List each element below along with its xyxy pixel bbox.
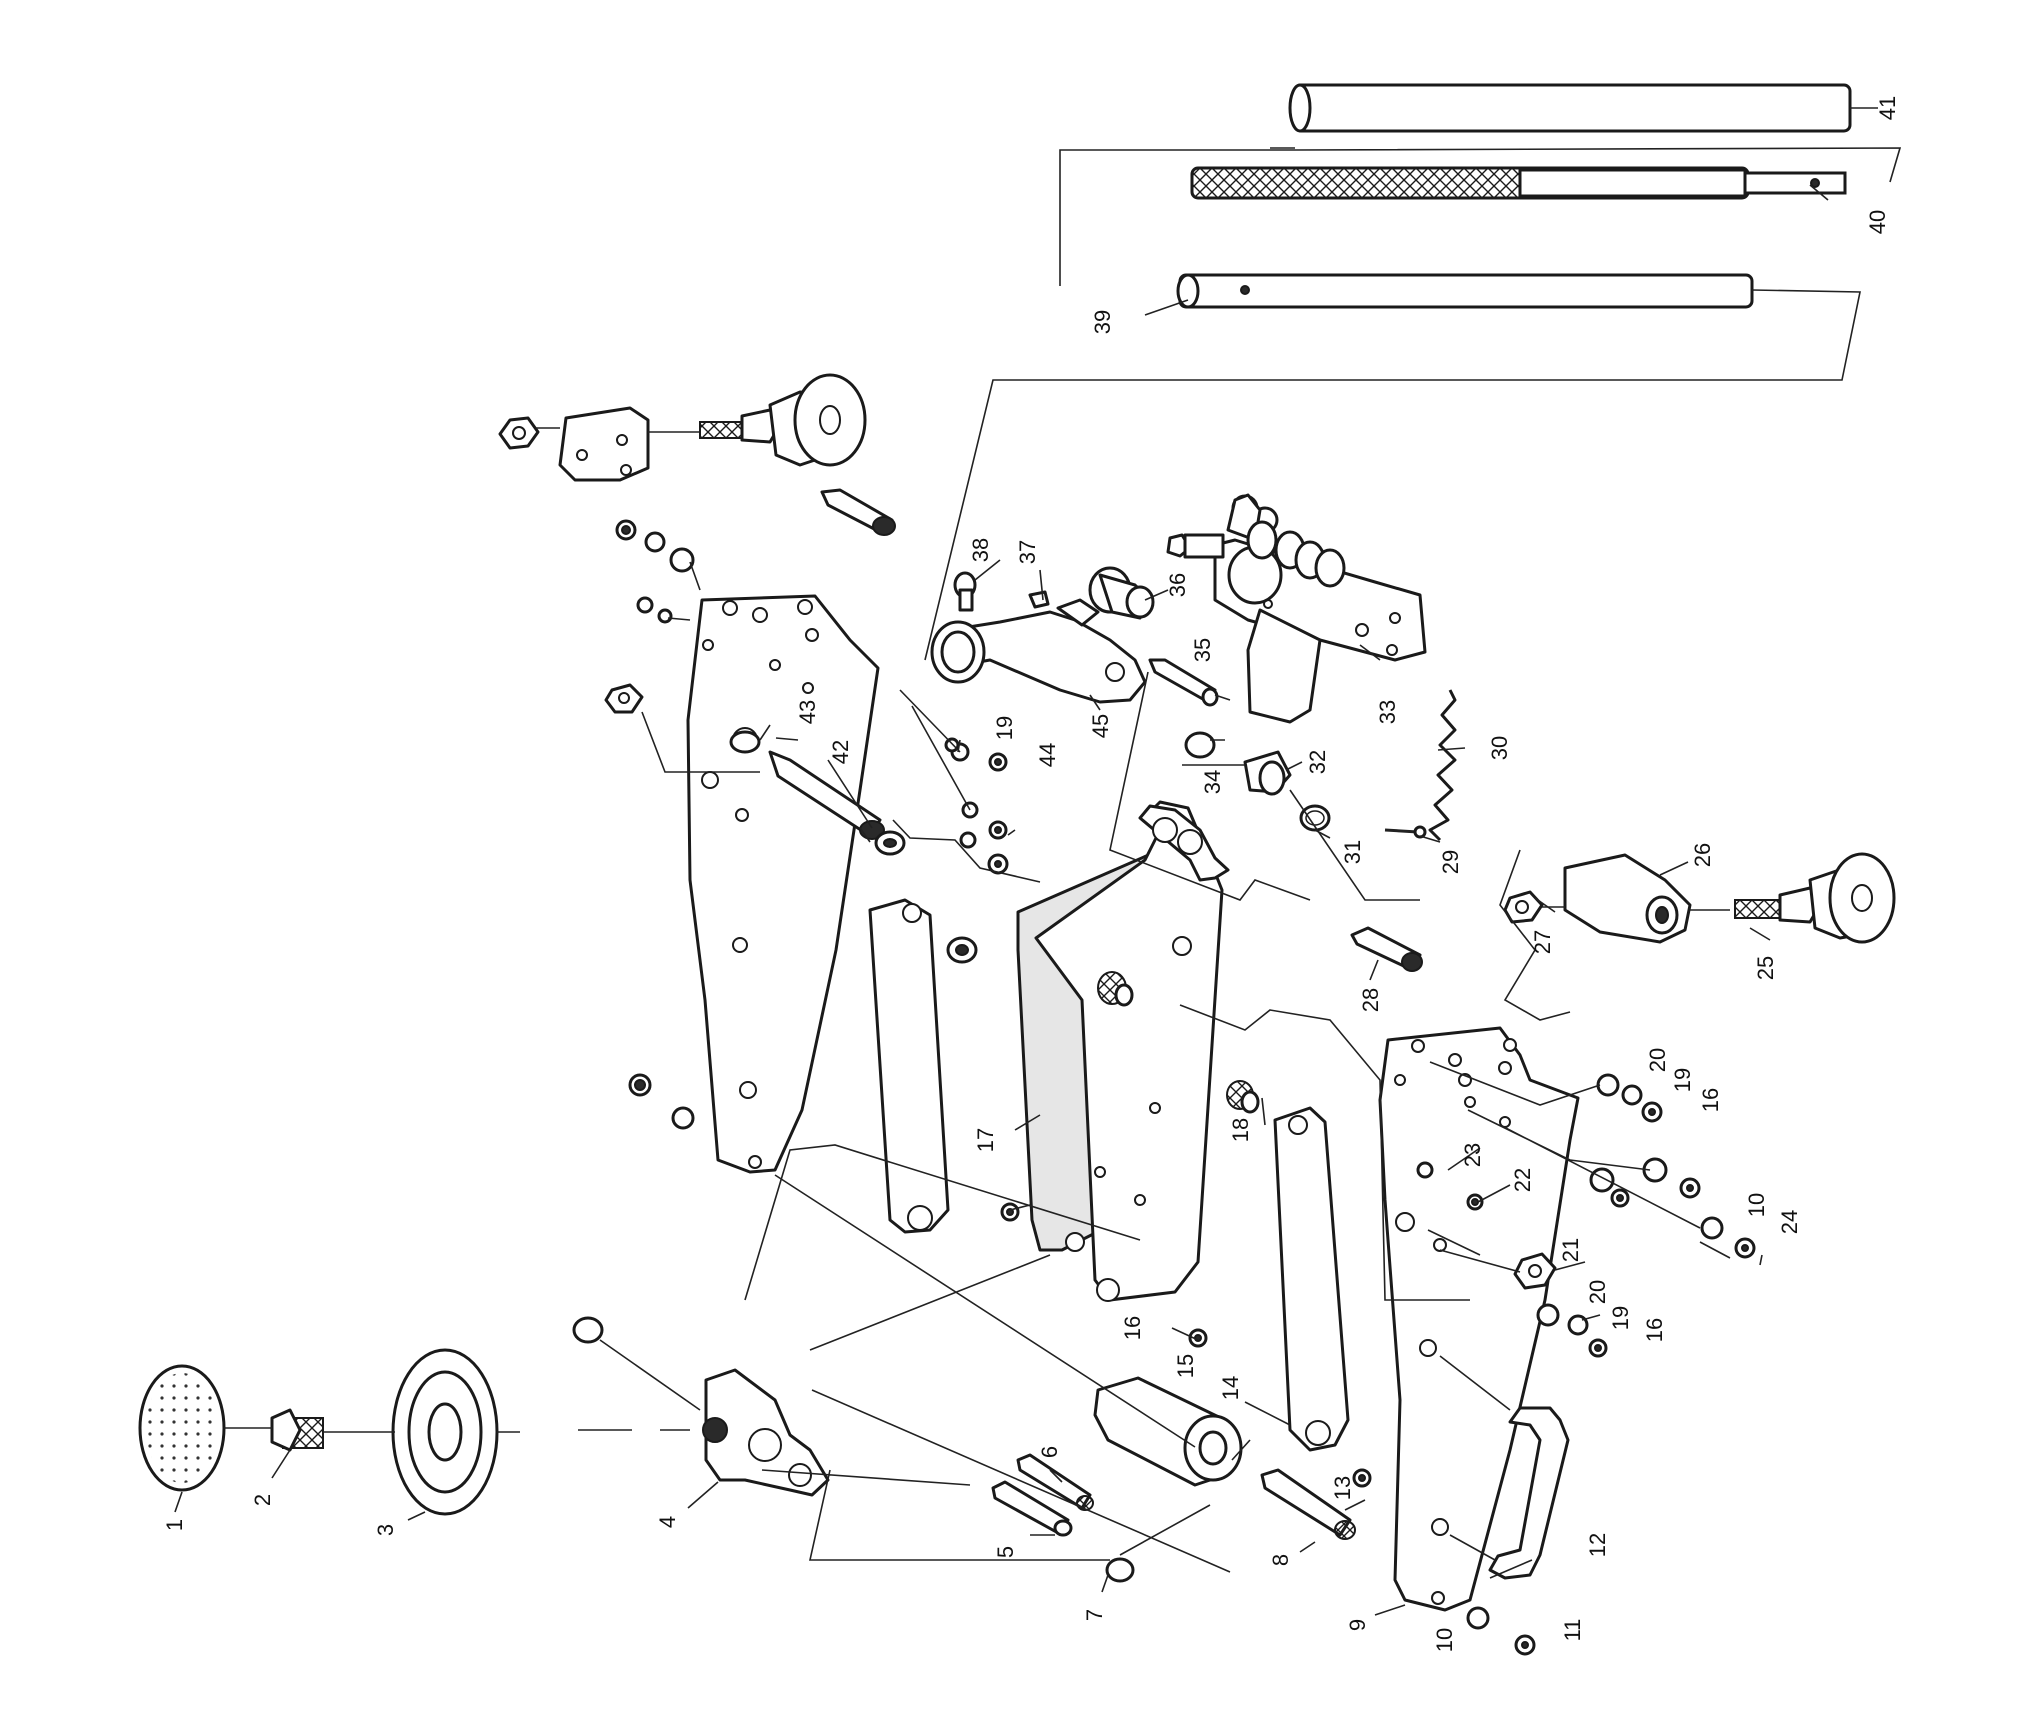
pin-28 xyxy=(1350,926,1423,972)
callout-leaders xyxy=(174,107,1878,1616)
callout-16-right-top: 16 xyxy=(1698,1088,1723,1112)
callout-8: 8 xyxy=(1268,1554,1293,1566)
pin-top-left xyxy=(820,488,896,536)
pin-42 xyxy=(768,750,885,840)
callout-26: 26 xyxy=(1690,843,1715,867)
callout-44: 44 xyxy=(1035,743,1060,767)
link-arm-left xyxy=(868,898,950,1234)
ring-top-left xyxy=(572,1316,604,1344)
side-plate-left xyxy=(686,594,880,1174)
callout-25: 25 xyxy=(1753,956,1778,980)
callout-19-top: 19 xyxy=(992,716,1017,740)
caster-left-top xyxy=(498,373,867,482)
callout-37: 37 xyxy=(1015,540,1040,564)
callout-45: 45 xyxy=(1088,714,1113,738)
callout-3: 3 xyxy=(373,1524,398,1536)
callout-19-right: 19 xyxy=(1670,1068,1695,1092)
callout-15: 15 xyxy=(1173,1354,1198,1378)
pin-35 xyxy=(1148,658,1219,707)
callout-16-right-low: 16 xyxy=(1642,1318,1667,1342)
callout-43: 43 xyxy=(795,700,820,724)
cover-disc-1 xyxy=(138,1364,226,1492)
callout-17: 17 xyxy=(973,1128,998,1152)
callout-13: 13 xyxy=(1330,1476,1355,1500)
callout-23: 23 xyxy=(1460,1143,1485,1167)
callout-33: 33 xyxy=(1375,700,1400,724)
callout-12: 12 xyxy=(1585,1533,1610,1557)
callout-39: 39 xyxy=(1090,310,1115,334)
callout-16-mid: 16 xyxy=(1120,1316,1145,1340)
callout-labels: 1 2 3 4 5 6 7 8 9 10 10 11 12 13 14 15 1… xyxy=(162,96,1900,1652)
bearing-cover-3 xyxy=(391,1348,499,1516)
washer-43 xyxy=(729,730,906,856)
callout-19-low: 19 xyxy=(1608,1306,1633,1330)
ring-7 xyxy=(1105,1557,1135,1583)
roller-15 xyxy=(1093,1376,1243,1487)
callout-7: 7 xyxy=(1082,1609,1107,1621)
bushing-18 xyxy=(1226,1080,1260,1114)
callout-20-right: 20 xyxy=(1645,1048,1670,1072)
callout-24: 24 xyxy=(1777,1210,1802,1234)
spring-30 xyxy=(1428,689,1457,842)
callout-27: 27 xyxy=(1530,930,1555,954)
callout-31: 31 xyxy=(1340,840,1365,864)
clip-37 xyxy=(1028,590,1050,609)
bolts-left xyxy=(944,737,1009,875)
handle-grip-40 xyxy=(1190,166,1847,200)
callout-11: 11 xyxy=(1560,1619,1585,1642)
callout-21: 21 xyxy=(1558,1238,1583,1262)
knob-38 xyxy=(953,571,977,612)
fasteners-left-top xyxy=(604,519,695,1130)
ring-32 xyxy=(1184,731,1216,759)
callout-6: 6 xyxy=(1037,1446,1062,1458)
rod-29 xyxy=(1384,825,1427,839)
callout-29: 29 xyxy=(1438,850,1463,874)
callout-5: 5 xyxy=(993,1546,1018,1558)
pump-body-33 xyxy=(1166,493,1427,724)
bolt-16-mid xyxy=(1000,1202,1208,1348)
roller-36 xyxy=(1088,566,1155,620)
callout-10-lower: 10 xyxy=(1432,1628,1457,1652)
callout-38: 38 xyxy=(968,538,993,562)
bushing-18-top xyxy=(1097,971,1134,1007)
callout-2: 2 xyxy=(250,1494,275,1506)
callout-10-right: 10 xyxy=(1744,1193,1769,1217)
callout-1: 1 xyxy=(162,1519,187,1531)
callout-4: 4 xyxy=(655,1516,680,1528)
link-arm-14 xyxy=(1273,1106,1350,1452)
handle-assembly-frame xyxy=(924,147,1902,661)
callout-41: 41 xyxy=(1875,96,1900,120)
connector-34 xyxy=(1182,750,1292,796)
caster-right xyxy=(1503,852,1896,944)
callout-40: 40 xyxy=(1865,210,1890,234)
callout-28: 28 xyxy=(1358,988,1383,1012)
callout-9: 9 xyxy=(1345,1619,1370,1631)
callout-34: 34 xyxy=(1200,770,1225,794)
callout-32: 32 xyxy=(1305,750,1330,774)
bracket-4 xyxy=(702,1368,830,1497)
lever-45 xyxy=(930,598,1147,704)
callout-14: 14 xyxy=(1218,1376,1243,1400)
lift-arm-17 xyxy=(1016,800,1230,1302)
plug-2 xyxy=(270,1408,324,1452)
bushing-left xyxy=(946,936,978,964)
callout-22: 22 xyxy=(1510,1168,1535,1192)
handle-tube-41 xyxy=(1288,83,1852,133)
callout-35: 35 xyxy=(1190,638,1215,662)
pin-5 xyxy=(991,1480,1073,1537)
pin-8 xyxy=(1260,1468,1356,1540)
handle-socket-39 xyxy=(1176,273,1754,309)
callout-18: 18 xyxy=(1228,1118,1253,1142)
callout-36: 36 xyxy=(1165,573,1190,597)
callout-42: 42 xyxy=(828,740,853,764)
callout-20-low: 20 xyxy=(1585,1280,1610,1304)
callout-30: 30 xyxy=(1487,736,1512,760)
